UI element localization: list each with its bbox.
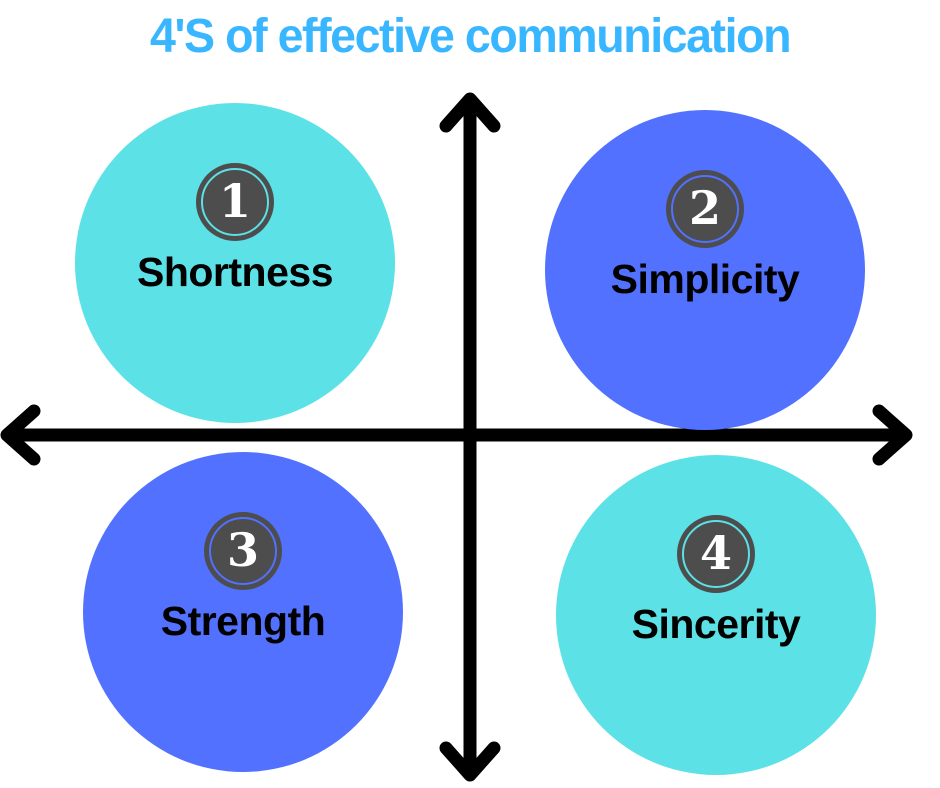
number-badge-2: 2 [666,170,744,248]
quadrant-circle-strength: 3 Strength [83,452,403,772]
badge-number-text: 1 [218,174,251,228]
quadrant-circle-simplicity: 2 Simplicity [545,110,865,430]
number-badge-1: 1 [196,163,274,241]
quadrant-circle-shortness: 1 Shortness [75,103,395,423]
left-arrowhead-icon [0,404,41,466]
circle-label-sincerity: Sincerity [631,601,801,647]
circle-label-strength: Strength [160,598,326,644]
badge-number-text: 3 [226,523,259,577]
number-badge-4: 4 [677,515,755,593]
quadrant-circle-sincerity: 4 Sincerity [556,455,876,775]
circle-label-shortness: Shortness [137,249,334,295]
diagram-title: 4'S of effective communication [149,10,792,63]
badge-number-text: 4 [699,526,732,580]
circle-label-simplicity: Simplicity [610,256,800,302]
right-arrowhead-icon [872,404,913,466]
badge-number-text: 2 [688,181,721,235]
number-badge-3: 3 [204,512,282,590]
up-arrowhead-icon [439,92,501,133]
down-arrowhead-icon [439,741,501,782]
